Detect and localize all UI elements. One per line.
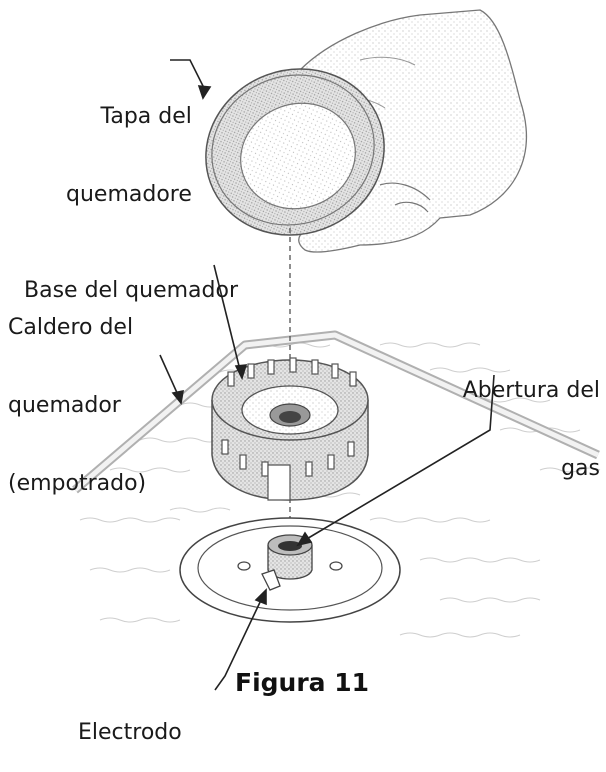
- burner-cap: [205, 68, 385, 236]
- label-electrode-text: Electrodo: [78, 720, 182, 745]
- burner-assembly-diagram: [72, 9, 601, 691]
- label-burner-cap-line2: quemadore: [66, 182, 192, 207]
- label-burner-base: Base del quemador: [24, 226, 238, 330]
- burner-well: [179, 517, 401, 623]
- label-burner-cap: Tapa del quemadore: [66, 52, 192, 234]
- label-gas-opening-line2: gas: [561, 456, 600, 481]
- burner-base: [211, 357, 369, 501]
- label-burner-bowl-line1: Caldero del: [8, 315, 134, 340]
- label-gas-opening: Abertura del gas: [463, 326, 600, 508]
- label-burner-bowl: Caldero del quemador (empotrado): [8, 263, 146, 523]
- label-burner-base-text: Base del quemador: [24, 278, 238, 303]
- label-gas-opening-line1: Abertura del: [462, 378, 600, 403]
- label-burner-bowl-line3: (empotrado): [8, 471, 147, 496]
- label-electrode: Electrodo: [78, 668, 182, 772]
- figure-caption: Figura 11: [235, 668, 370, 697]
- leader-lines: [159, 59, 495, 691]
- label-burner-cap-line1: Tapa del: [100, 104, 192, 129]
- label-burner-bowl-line2: quemador: [8, 393, 121, 418]
